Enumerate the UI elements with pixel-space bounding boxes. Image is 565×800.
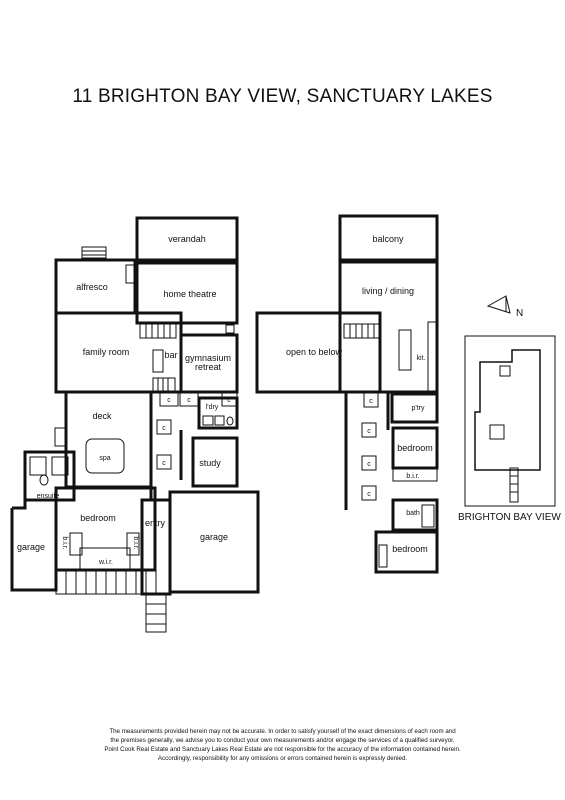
label-laundry: l'dry: [206, 404, 219, 411]
label-ensuite: ensuite: [37, 493, 60, 500]
label-bir-right: b.i.r.: [132, 536, 139, 549]
laundry-room: [197, 396, 239, 430]
label-cupboard: c: [187, 397, 191, 404]
pantry-room: [390, 392, 439, 424]
label-cupboard: c: [227, 397, 231, 404]
disclaimer-line: The measurements provided herein may not…: [109, 728, 456, 735]
disclaimer-text: The measurements provided herein may not…: [70, 727, 495, 763]
label-bir-left: b.i.r.: [61, 536, 68, 549]
label-garage-main: garage: [200, 532, 228, 542]
balcony-area: [338, 214, 439, 262]
label-verandah: verandah: [168, 234, 206, 244]
label-wir: w.i.r.: [98, 559, 113, 566]
site-plan-label: BRIGHTON BAY VIEW: [458, 512, 561, 523]
living-dining-room: [338, 260, 439, 394]
left-garage: [10, 498, 58, 592]
label-bath: bath: [406, 510, 420, 517]
label-cupboard: c: [162, 425, 166, 432]
entry-steps: [145, 593, 167, 633]
label-cupboard: c: [369, 398, 373, 405]
compass-north-arrow-icon: N: [486, 295, 523, 319]
study-room: [191, 436, 239, 488]
label-entry: entry: [145, 518, 166, 528]
site-boundary: [464, 335, 556, 507]
first-floor-plan: balcony living / dining open to below ki…: [255, 214, 439, 574]
gymnasium-retreat-room: [179, 333, 239, 394]
label-bedroom: bedroom: [80, 513, 116, 523]
label-family-room: family room: [83, 347, 130, 357]
ground-stairs: [139, 323, 177, 393]
label-bedroom-1: bedroom: [397, 443, 433, 453]
label-study: study: [199, 458, 221, 468]
label-garage-left: garage: [17, 542, 45, 552]
label-spa: spa: [99, 455, 110, 462]
label-home-theatre: home theatre: [163, 289, 216, 299]
site-building-footprint: [474, 349, 541, 471]
label-alfresco: alfresco: [76, 282, 108, 292]
label-pantry: p'try: [411, 405, 425, 412]
spa-outline: [85, 438, 125, 474]
disclaimer-line: the premises generally, we advise you to…: [110, 737, 455, 744]
verandah-room: [135, 216, 239, 262]
home-theatre-room: [135, 261, 239, 325]
ground-floor-plan: verandah alfresco home theatre family ro…: [10, 216, 260, 633]
label-cupboard: c: [367, 461, 371, 468]
kitchen-island: [398, 329, 412, 371]
bedroom-two: [374, 530, 439, 574]
disclaimer-line: Accordingly, responsibility for any omis…: [157, 755, 408, 762]
open-to-below-void: [255, 311, 382, 394]
label-kitchen: kit.: [417, 355, 426, 362]
compass-label: N: [516, 308, 523, 319]
first-floor-stairs: [343, 323, 381, 339]
front-porch: [55, 569, 157, 595]
label-deck: deck: [92, 411, 112, 421]
label-bir: b.i.r.: [406, 473, 419, 480]
label-living-dining: living / dining: [362, 286, 414, 296]
label-retreat: retreat: [195, 362, 222, 372]
site-plan: [464, 335, 556, 507]
label-open-to-below: open to below: [286, 347, 343, 357]
label-bar: bar: [164, 350, 177, 360]
label-cupboard: c: [367, 491, 371, 498]
page-title: 11 BRIGHTON BAY VIEW, SANCTUARY LAKES: [72, 86, 493, 107]
label-cupboard: c: [162, 460, 166, 467]
label-gymnasium: gymnasium: [185, 353, 231, 363]
label-cupboard: c: [367, 428, 371, 435]
bathroom: [391, 498, 439, 532]
disclaimer-line: Point Cook Real Estate and Sanctuary Lak…: [104, 746, 461, 753]
label-balcony: balcony: [372, 234, 404, 244]
main-garage: [168, 490, 260, 594]
label-bedroom-2: bedroom: [392, 544, 428, 554]
label-cupboard: c: [167, 397, 171, 404]
